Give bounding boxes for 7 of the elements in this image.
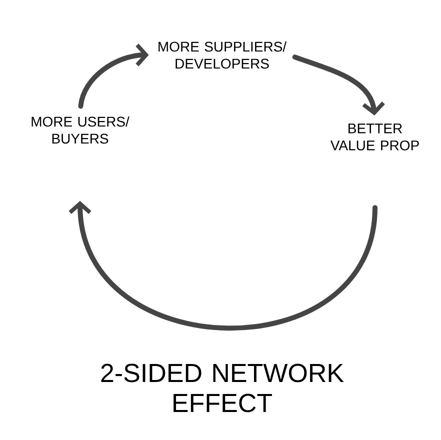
- curved-arrow: [292, 54, 385, 116]
- cycle-label: MORE SUPPLIERS/ DEVELOPERS: [158, 41, 287, 69]
- curved-arrow: [68, 200, 378, 331]
- curved-arrow: [78, 44, 149, 109]
- caption: 2-SIDED NETWORK EFFECT: [101, 364, 344, 412]
- cycle-label: BETTER VALUE PROP: [330, 124, 419, 150]
- cycle-label: MORE USERS/ BUYERS: [32, 116, 130, 144]
